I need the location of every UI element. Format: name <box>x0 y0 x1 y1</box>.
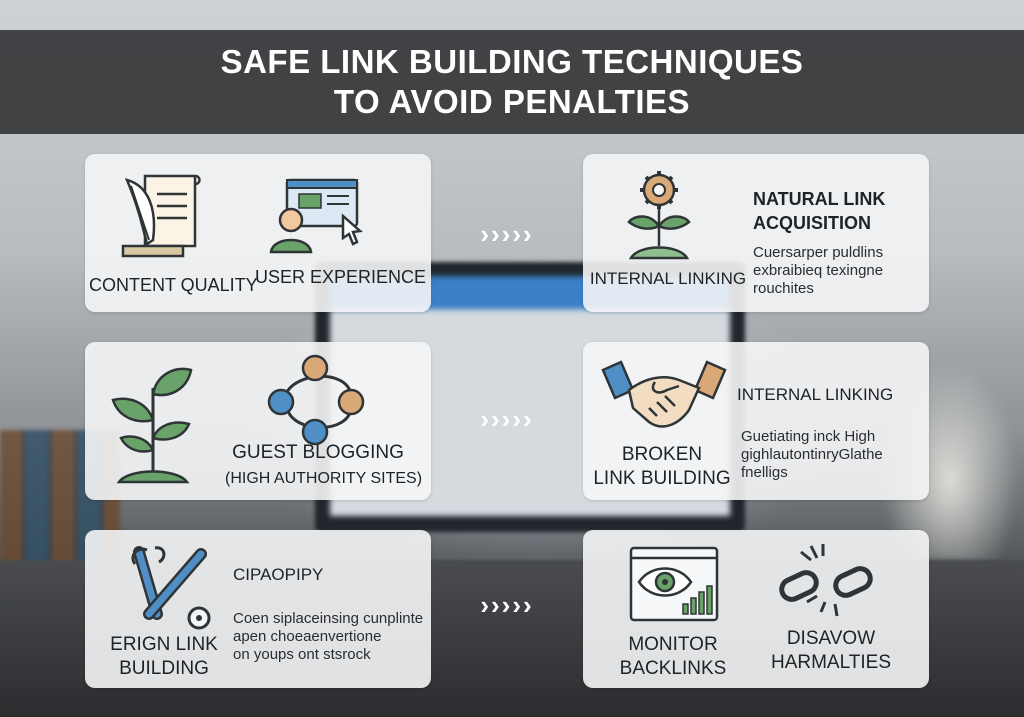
arrow-row-2: ››››› <box>480 404 534 434</box>
foreign-link-desc-line-3: on youps ont stsrock <box>233 646 371 663</box>
disavow-line-2: HARMALTIES <box>770 652 891 673</box>
broken-link-desc-line-1: Guetiating inck High <box>741 428 876 445</box>
guest-blogging-title: GUEST BLOGGING <box>232 442 404 463</box>
natural-link-title-line-2: ACQUISITION <box>753 213 872 233</box>
card-foreign-link-building: CIPAOPIPY Coen siplaceinsing cunplinte a… <box>85 530 431 688</box>
flower-gear-icon <box>623 170 695 260</box>
natural-link-title-line-1: NATURAL LINK <box>753 189 886 209</box>
quill-document-icon <box>117 166 207 264</box>
natural-link-desc-line-2: exbraibieq texingne <box>753 262 884 279</box>
foreign-link-desc-line-2: apen choeaenvertione <box>233 628 382 645</box>
internal-linking-label: INTERNAL LINKING <box>589 269 747 288</box>
user-screen-icon <box>269 176 369 254</box>
broken-link-label-line-1: BROKEN <box>621 444 703 465</box>
card-content-ux: CONTENT QUALITY USER EXPERIENCE <box>85 154 431 312</box>
guest-blogging-subtitle: (HIGH AUTHORITY SITES) <box>225 470 423 487</box>
title-line-2: TO AVOID PENALTIES <box>333 83 691 120</box>
title-line-1: SAFE LINK BUILDING TECHNIQUES <box>220 43 804 80</box>
title-banner: SAFE LINK BUILDING TECHNIQUES TO AVOID P… <box>0 30 1024 134</box>
user-experience-label: USER EXPERIENCE <box>255 267 427 287</box>
handshake-icon <box>599 360 729 434</box>
monitor-eye-icon <box>627 544 721 624</box>
card-natural-link-acquisition: NATURAL LINK ACQUISITION Cuersarper puld… <box>583 154 929 312</box>
natural-link-desc-line-3: rouchites <box>753 280 814 297</box>
broken-chain-icon <box>777 542 877 626</box>
arrow-row-1: ››››› <box>480 219 534 249</box>
card-broken-link-building: INTERNAL LINKING Guetiating inck High gi… <box>583 342 929 500</box>
sprout-icon <box>107 360 199 484</box>
linked-circles-icon <box>257 352 373 448</box>
monitor-backlinks-line-1: MONITOR <box>628 634 718 655</box>
arrow-row-3: ››››› <box>480 590 534 620</box>
content-quality-label: CONTENT QUALITY <box>89 275 258 295</box>
disavow-line-1: DISAVOW <box>786 628 876 649</box>
broken-link-desc-line-2: gighlautontinryGlathe <box>741 446 883 463</box>
foreign-link-label-line-1: ERIGN LINK <box>110 634 218 655</box>
natural-link-desc-line-1: Cuersarper puldlins <box>753 244 884 261</box>
foreign-link-desc-line-1: Coen siplaceinsing cunplinte <box>233 610 424 627</box>
card-guest-blogging: GUEST BLOGGING (HIGH AUTHORITY SITES) <box>85 342 431 500</box>
foreign-link-label-line-2: BUILDING <box>119 658 209 679</box>
wrench-link-icon <box>127 544 213 634</box>
monitor-backlinks-line-2: BACKLINKS <box>619 658 727 679</box>
broken-link-desc-line-3: fnelligs <box>741 464 788 481</box>
internal-linking-title: INTERNAL LINKING <box>737 385 894 404</box>
cipaopipy-title: CIPAOPIPY <box>233 565 324 584</box>
broken-link-label-line-2: LINK BUILDING <box>593 468 731 489</box>
card-monitor-disavow: MONITOR BACKLINKS DISAVOW HARMALTIES <box>583 530 929 688</box>
